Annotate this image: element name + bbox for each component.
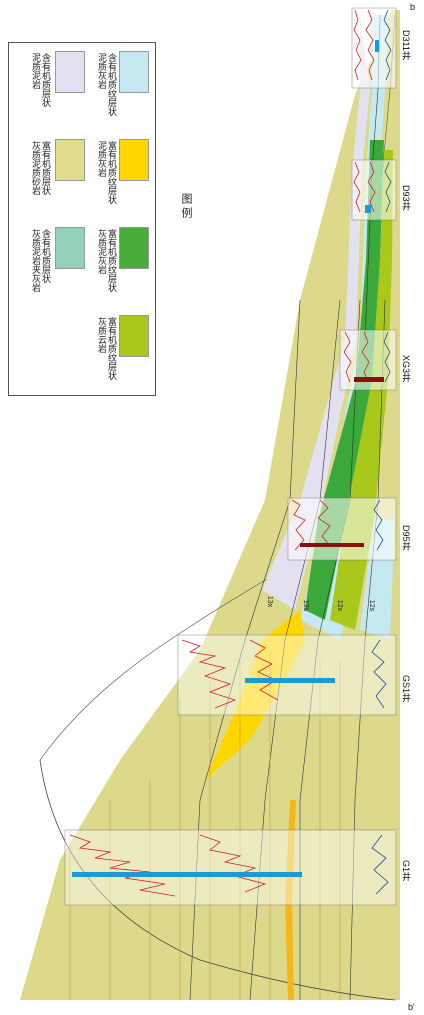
section-point-bottom: b' <box>408 1002 415 1012</box>
well-label-GS1: GS1井 <box>401 675 411 703</box>
well-label-XG3: XG3井 <box>401 355 411 383</box>
zone-label-12x: 12x <box>336 599 344 612</box>
well-column-XG3 <box>339 329 397 391</box>
well-label-D311: D311井 <box>401 30 411 60</box>
basin-outline <box>39 759 396 1001</box>
legend-label-5: 富有机质层状 灰质泥质砂岩 <box>31 141 51 195</box>
well-label-D95: D95井 <box>401 525 411 551</box>
well-column-GS1 <box>177 634 397 716</box>
zone-13x-band <box>262 15 370 610</box>
legend-swatch-3 <box>119 315 149 357</box>
olive-basin-fill <box>20 10 400 1000</box>
legend-swatch-2 <box>119 139 149 181</box>
well-column-D311 <box>351 7 397 89</box>
legend: 图 例 含有机质纹层状 泥质灰岩 富有机质纹层状 泥质灰岩 富有机质纹层状 灰质… <box>8 42 192 396</box>
well-label-G1: G1井 <box>401 860 411 882</box>
zone-yellow-wedge <box>205 610 305 780</box>
legend-swatch-6 <box>119 227 149 269</box>
zone-label-12s: 12s <box>368 599 376 612</box>
well-column-D93 <box>351 159 397 221</box>
well-column-G1 <box>64 829 397 906</box>
legend-label-4: 含有机质层状 泥质泥岩 <box>31 53 51 107</box>
zone-yellow-thin <box>285 800 296 1000</box>
legend-swatch-7 <box>55 227 85 269</box>
legend-label-7: 含有机质层状 灰质泥岩夹灰岩 <box>31 229 51 292</box>
legend-label-2: 富有机质纹层状 泥质灰岩 <box>97 141 117 204</box>
legend-label-6: 富有机质纹层状 灰质泥灰岩 <box>97 229 117 292</box>
zone-label-13x: 13x <box>266 595 274 608</box>
legend-swatch-1 <box>119 51 149 93</box>
legend-label-1: 含有机质纹层状 泥质灰岩 <box>97 53 117 116</box>
legend-swatch-4 <box>55 51 85 93</box>
legend-label-3: 富有机质纹层状 灰质云岩 <box>97 317 117 380</box>
legend-swatch-5 <box>55 139 85 181</box>
well-column-D95 <box>287 497 397 561</box>
section-point-top: b <box>410 2 416 12</box>
legend-title: 图 例 <box>180 193 192 218</box>
well-label-D93: D93井 <box>401 185 411 211</box>
zone-label-13s: 13s <box>302 599 310 612</box>
